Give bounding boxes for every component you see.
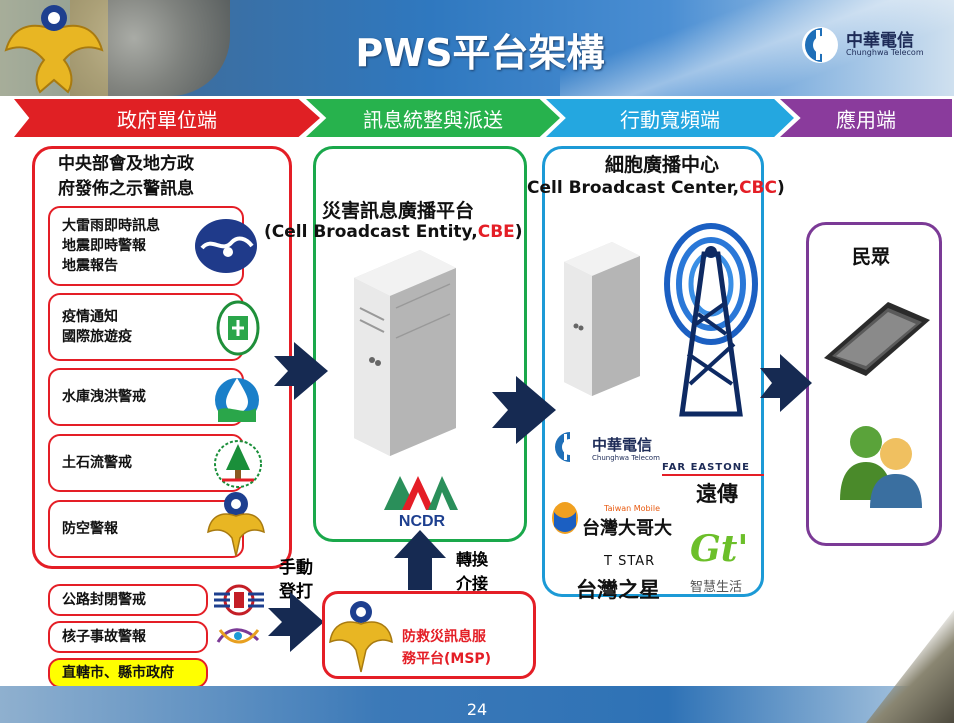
conversion-line: 介接	[455, 574, 488, 593]
people-icon	[840, 426, 922, 508]
msp-label-line: 防救災訊息服	[402, 629, 486, 645]
header-banner	[0, 0, 954, 96]
cbe-en-prefix: (Cell Broadcast Entity,	[264, 222, 478, 242]
military-emblem-icon	[207, 492, 265, 557]
chunghwa-carrier-en: Chunghwa Telecom	[592, 454, 660, 462]
arrow-up-icon	[394, 530, 446, 590]
manual-entry-line: 登打	[279, 582, 313, 602]
ncdr-logo-icon: NCDR	[384, 476, 458, 530]
taiwan-mobile-en: Taiwan Mobile	[604, 504, 660, 513]
stage-label: 行動寬頻端	[620, 107, 720, 132]
box-line: 公路封閉警戒	[62, 592, 146, 608]
debris-flow-alert-box: 土石流警戒	[48, 434, 244, 492]
government-title-line: 中央部會及地方政	[58, 154, 194, 174]
box-line: 大雷雨即時訊息	[62, 218, 160, 234]
government-title-line: 府發佈之示警訊息	[58, 179, 194, 199]
fareastone-underline	[662, 474, 764, 476]
stage-integration: 訊息統整與派送	[306, 99, 560, 137]
msp-box	[322, 591, 536, 679]
page-title: PWS平台架構	[355, 31, 605, 75]
box-line: 直轄市、縣市政府	[62, 665, 174, 681]
footer-bar	[0, 686, 954, 723]
epidemic-alert-box: 疫情通知 國際旅遊疫	[48, 293, 244, 361]
logo-text-en: Chunghwa Telecom	[846, 48, 924, 57]
box-line: 地震即時警報	[62, 238, 146, 254]
arrow-right-icon	[492, 376, 556, 444]
header-light-streak	[560, 0, 954, 96]
manual-entry-line: 手動	[279, 558, 313, 578]
page-number: 24	[466, 700, 488, 719]
chunghwa-telecom-icon	[802, 27, 838, 63]
cbe-server-icon	[354, 250, 456, 456]
stage-mobile: 行動寬頻端	[546, 99, 794, 137]
cbe-en-suffix: )	[514, 222, 523, 242]
msp-label: 防救災訊息服 務平台(MSP)	[402, 626, 532, 670]
conversion-line: 轉換	[455, 550, 488, 569]
cbe-english-name: (Cell Broadcast Entity,CBE)	[264, 222, 523, 242]
cbc-server-icon	[564, 242, 640, 396]
taiwan-mobile-icon	[552, 502, 578, 534]
cdc-icon	[216, 300, 260, 356]
chunghwa-carrier-icon	[555, 432, 570, 462]
box-line: 國際旅遊疫	[62, 329, 132, 345]
gt-zh: 智慧生活	[690, 580, 743, 595]
fire-agency-emblem-icon	[0, 0, 108, 96]
box-line: 疫情通知	[62, 309, 118, 325]
cbc-title: 細胞廣播中心	[605, 154, 720, 176]
public-label: 民眾	[852, 246, 891, 268]
logo-text-zh: 中華電信	[846, 31, 914, 51]
highway-bureau-icon	[214, 584, 264, 616]
soil-conservation-icon	[214, 440, 262, 488]
cbc-en-prefix: Cell Broadcast Center,	[527, 178, 740, 198]
weather-bureau-icon	[195, 219, 257, 273]
local-government-box: 直轄市、縣市政府	[48, 658, 208, 688]
mobile-panel	[542, 146, 764, 597]
atomic-energy-council-icon	[216, 628, 260, 644]
stage-government: 政府單位端	[14, 99, 320, 137]
chunghwa-telecom-logo: 中華電信 Chunghwa Telecom	[800, 24, 950, 70]
manual-entry-label: 手動 登打	[274, 556, 318, 604]
ncdr-logo-text: NCDR	[399, 513, 446, 530]
gt-logo: Gt'	[690, 528, 749, 570]
cbe-abbr: CBE	[477, 222, 515, 242]
box-line: 地震報告	[62, 258, 118, 274]
cbc-english-name: Cell Broadcast Center,CBC)	[527, 178, 785, 198]
box-line: 防空警報	[62, 521, 118, 537]
tstar-zh: 台灣之星	[576, 578, 660, 602]
highway-closure-box: 公路封閉警戒	[48, 584, 208, 616]
msp-emblem-icon	[329, 601, 393, 673]
box-line: 核子事故警報	[62, 629, 146, 645]
arrow-right-icon	[274, 342, 328, 400]
taiwan-mobile-zh: 台灣大哥大	[582, 518, 672, 539]
msp-label-line: 務平台(MSP)	[402, 651, 492, 667]
arrow-right-icon	[760, 354, 812, 412]
stage-label: 政府單位端	[117, 107, 217, 132]
cbc-en-suffix: )	[776, 178, 785, 198]
stage-application: 應用端	[780, 99, 952, 137]
tstar-en: T STAR	[604, 554, 656, 569]
box-line: 土石流警戒	[62, 455, 132, 471]
reservoir-alert-box: 水庫洩洪警戒	[48, 368, 244, 426]
water-resources-icon	[215, 378, 259, 422]
nuclear-accident-box: 核子事故警報	[48, 621, 208, 653]
stage-label: 訊息統整與派送	[363, 107, 503, 132]
fareastone-zh: 遠傳	[696, 482, 738, 506]
smartphone-icon	[824, 302, 930, 376]
government-title: 中央部會及地方政 府發佈之示警訊息	[58, 152, 278, 202]
chunghwa-carrier-zh: 中華電信	[592, 436, 653, 454]
fareastone-en: FAR EASTONE	[662, 462, 750, 473]
conversion-label: 轉換 介接	[452, 548, 492, 596]
arrow-right-icon	[268, 592, 324, 652]
broadcast-tower-icon	[664, 223, 758, 417]
stage-label: 應用端	[836, 107, 896, 132]
cbe-title: 災害訊息廣播平台	[322, 200, 475, 222]
cbc-abbr: CBC	[739, 178, 777, 198]
box-line: 水庫洩洪警戒	[62, 389, 146, 405]
air-raid-alert-box: 防空警報	[48, 500, 244, 558]
